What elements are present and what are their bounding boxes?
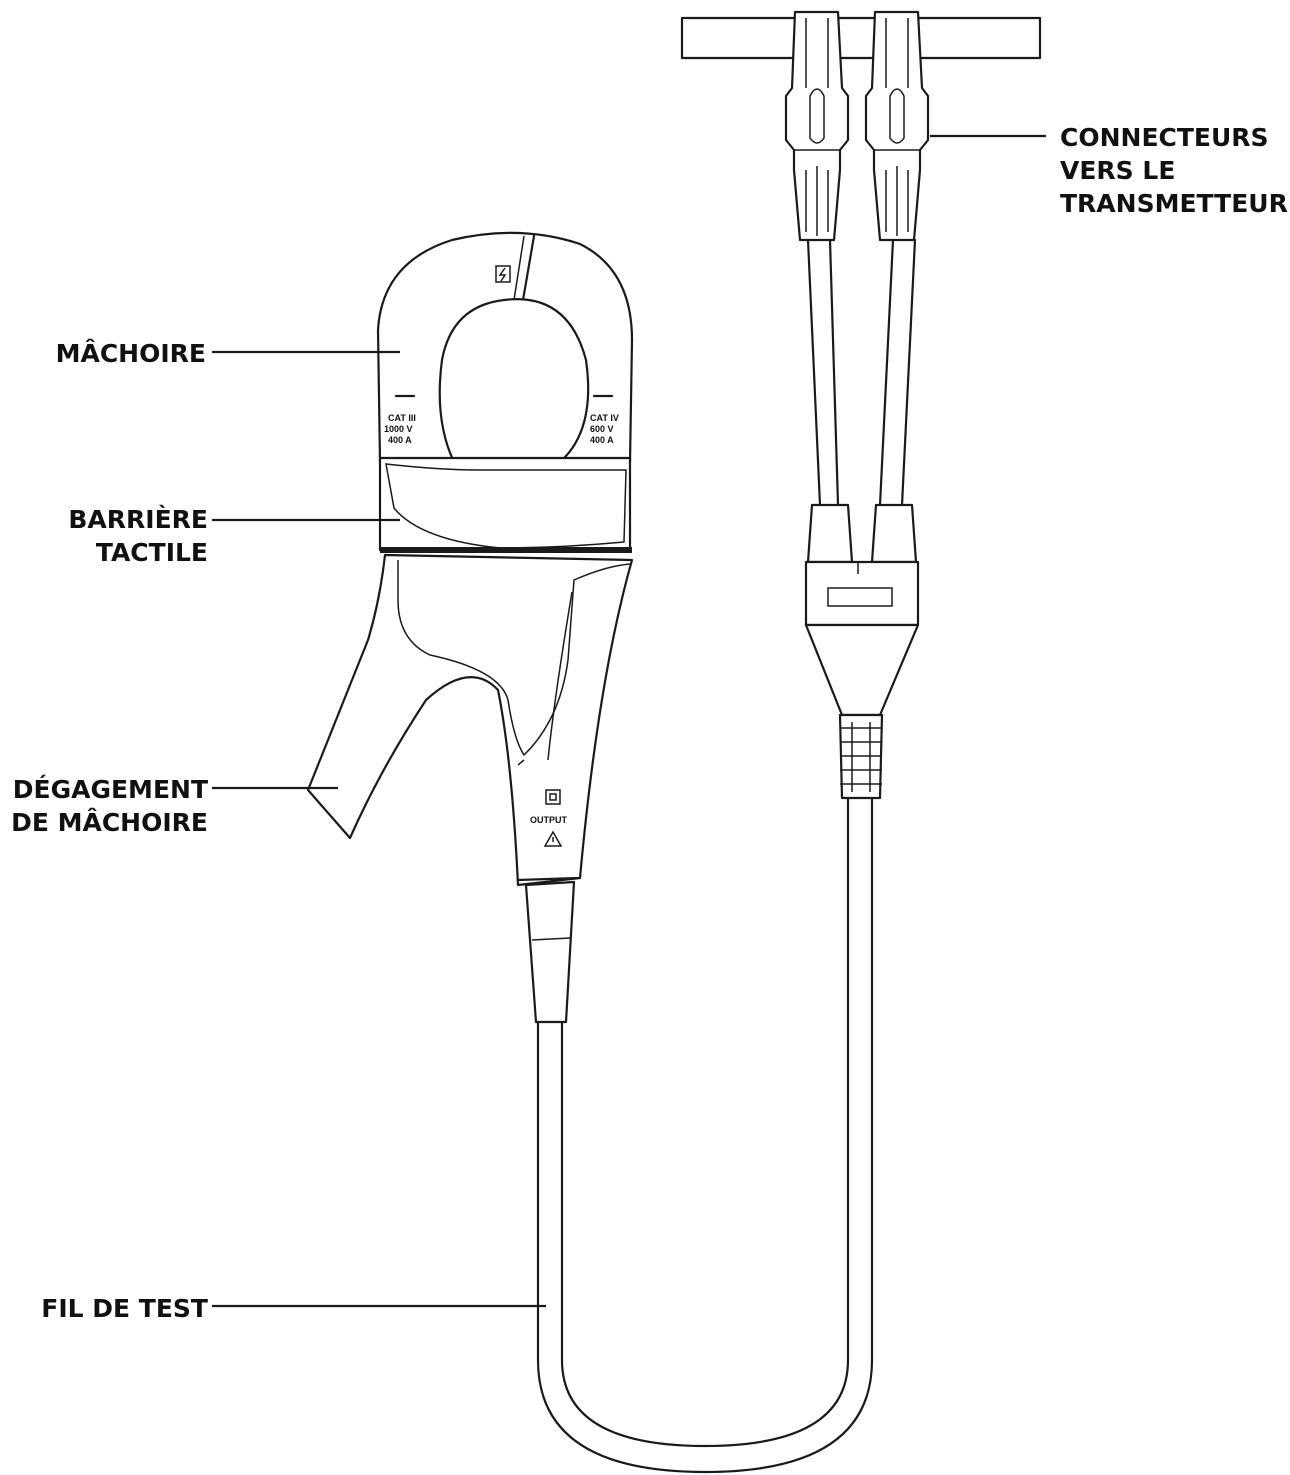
callout-labels: MÂCHOIRE BARRIÈRE TACTILE DÉGAGEMENT DE …	[11, 123, 1288, 1323]
label-barrier-line1: BARRIÈRE	[68, 505, 208, 534]
label-connectors-line1: CONNECTEURS	[1060, 123, 1269, 152]
label-test-lead: FIL DE TEST	[41, 1294, 208, 1323]
label-release-line1: DÉGAGEMENT	[13, 775, 208, 804]
marking-right-line3: 400 A	[590, 435, 614, 445]
leader-lines	[212, 134, 1046, 1308]
clamp-body	[306, 231, 634, 1024]
square-jack-icon	[545, 789, 561, 805]
label-barrier-line2: TACTILE	[96, 538, 208, 567]
device-markings: CAT III 1000 V 400 A CAT IV 600 V 400 A …	[384, 413, 619, 825]
connector-cables	[806, 238, 917, 507]
marking-left-line1: CAT III	[388, 413, 416, 423]
marking-right-line1: CAT IV	[590, 413, 619, 423]
lightning-box-icon	[495, 265, 511, 283]
label-connectors-line2: VERS LE	[1060, 156, 1175, 185]
warning-triangle-icon	[543, 830, 563, 847]
connector-left	[784, 10, 850, 242]
y-splitter	[804, 503, 920, 800]
connector-right	[864, 10, 930, 242]
marking-right-line2: 600 V	[590, 424, 614, 434]
test-lead-cable	[536, 796, 874, 1474]
label-jaw: MÂCHOIRE	[56, 339, 206, 368]
transmitter-bar	[680, 16, 1042, 60]
marking-left-line2: 1000 V	[384, 424, 413, 434]
label-release-line2: DE MÂCHOIRE	[11, 808, 208, 837]
label-connectors-line3: TRANSMETTEUR	[1060, 189, 1288, 218]
marking-output: OUTPUT	[530, 815, 568, 825]
marking-left-line3: 400 A	[388, 435, 412, 445]
